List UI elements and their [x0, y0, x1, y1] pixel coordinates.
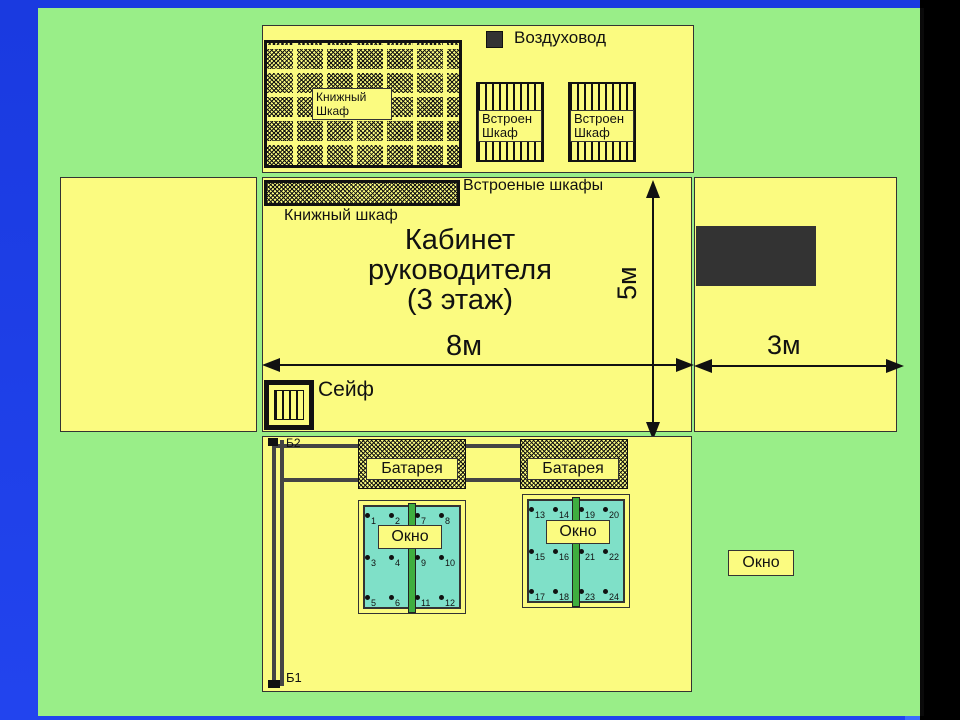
- measure-point-number: 19: [585, 510, 596, 520]
- measure-point-number: 12: [445, 598, 456, 608]
- dimension-3m-label: 3м: [767, 330, 801, 360]
- room-title-line2: руководителя: [368, 254, 552, 286]
- dimension-3m-line: [704, 365, 890, 367]
- window-1-label: Окно: [378, 525, 442, 549]
- safe: [264, 380, 314, 430]
- bookcase-large-label-line1: Книжный: [316, 90, 367, 104]
- bookcase-large-label-line2: Шкаф: [316, 104, 350, 118]
- measure-point: [439, 555, 444, 560]
- window-1-frame: [358, 500, 466, 614]
- builtin-wardrobe-2-line2: Шкаф: [574, 125, 610, 140]
- measure-point: [553, 589, 558, 594]
- right-room: [694, 177, 897, 432]
- measure-point-number: 11: [421, 598, 431, 608]
- builtin-row-label: Встроеные шкафы: [463, 177, 604, 194]
- bookcase-large-label: Книжный Шкаф: [312, 88, 392, 120]
- measure-point-number: 20: [609, 510, 620, 520]
- dimension-5m-line: [652, 190, 654, 425]
- measure-point-number: 6: [395, 598, 401, 608]
- arrow-up-icon: [646, 180, 660, 198]
- b2-marker: [268, 438, 278, 446]
- b2-label: Б2: [286, 436, 301, 450]
- vent-legend-icon: [486, 31, 503, 48]
- measure-point: [553, 549, 558, 554]
- measure-point-number: 2: [395, 516, 401, 526]
- measure-point-number: 16: [559, 552, 570, 562]
- measure-point-number: 5: [371, 598, 377, 608]
- b1-label: Б1: [286, 670, 302, 685]
- arrow-right-icon: [886, 359, 904, 373]
- measure-point-number: 9: [421, 558, 427, 568]
- battery-2-label: Батарея: [527, 458, 619, 480]
- measure-point: [415, 555, 420, 560]
- arrow-left-icon: [694, 359, 712, 373]
- dark-block: [696, 226, 816, 286]
- measure-point-number: 24: [609, 592, 620, 602]
- room-title: Кабинет руководителя (3 этаж): [360, 225, 560, 315]
- measure-point: [389, 513, 394, 518]
- measure-point: [603, 589, 608, 594]
- measure-point-number: 18: [559, 592, 570, 602]
- safe-label: Сейф: [318, 378, 374, 401]
- arrow-right-icon: [676, 358, 694, 372]
- pipe-vertical: [272, 440, 276, 686]
- builtin-wardrobe-2-line1: Встроен: [574, 111, 624, 126]
- measure-point-number: 1: [371, 516, 377, 526]
- measure-point-number: 22: [609, 552, 620, 562]
- arrow-left-icon: [262, 358, 280, 372]
- measure-point-number: 8: [445, 516, 451, 526]
- bookcase-row: [264, 180, 460, 206]
- measure-point-number: 13: [535, 510, 546, 520]
- measure-point: [529, 549, 534, 554]
- dimension-8m-line: [270, 364, 682, 366]
- measure-point: [365, 595, 370, 600]
- dimension-5m-label: 5м: [612, 266, 642, 300]
- pipe-vertical-2: [280, 440, 284, 686]
- measure-point: [529, 507, 534, 512]
- measure-point: [439, 595, 444, 600]
- room-title-line1: Кабинет: [404, 224, 516, 256]
- bookcase-row-label: Книжный шкаф: [284, 207, 398, 224]
- board-shadow: [920, 0, 960, 720]
- measure-point-number: 10: [445, 558, 456, 568]
- measure-point-number: 15: [535, 552, 546, 562]
- room-title-line3: (3 этаж): [406, 284, 514, 316]
- vent-legend-label: Воздуховод: [514, 28, 607, 47]
- measure-point-number: 17: [535, 592, 546, 602]
- measure-point: [389, 555, 394, 560]
- window-2-label: Окно: [546, 520, 610, 544]
- measure-point: [415, 595, 420, 600]
- dimension-8m-label: 8м: [446, 330, 483, 362]
- arrow-down-icon: [646, 422, 660, 440]
- measure-point-number: 4: [395, 558, 401, 568]
- left-room: [60, 177, 257, 432]
- measure-point: [365, 513, 370, 518]
- measure-point-number: 3: [371, 558, 377, 568]
- measure-point: [439, 513, 444, 518]
- builtin-wardrobe-1-label: Встроен Шкаф: [478, 110, 542, 142]
- safe-inner: [274, 390, 304, 420]
- measure-point: [603, 507, 608, 512]
- measure-point-number: 14: [559, 510, 570, 520]
- measure-point-number: 7: [421, 516, 427, 526]
- measure-point: [603, 549, 608, 554]
- measure-point: [553, 507, 558, 512]
- measure-point: [365, 555, 370, 560]
- builtin-wardrobe-1-line2: Шкаф: [482, 125, 518, 140]
- measure-point: [529, 589, 534, 594]
- window-2-frame: [522, 494, 630, 608]
- measure-point: [579, 589, 584, 594]
- builtin-wardrobe-2-label: Встроен Шкаф: [570, 110, 634, 142]
- side-window-label: Окно: [728, 550, 794, 576]
- battery-1-label: Батарея: [366, 458, 458, 480]
- measure-point: [415, 513, 420, 518]
- main-room: [262, 177, 692, 432]
- measure-point-number: 21: [585, 552, 596, 562]
- measure-point: [389, 595, 394, 600]
- measure-point-number: 23: [585, 592, 596, 602]
- b1-marker: [268, 680, 280, 688]
- measure-point: [579, 507, 584, 512]
- builtin-wardrobe-1-line1: Встроен: [482, 111, 532, 126]
- measure-point: [579, 549, 584, 554]
